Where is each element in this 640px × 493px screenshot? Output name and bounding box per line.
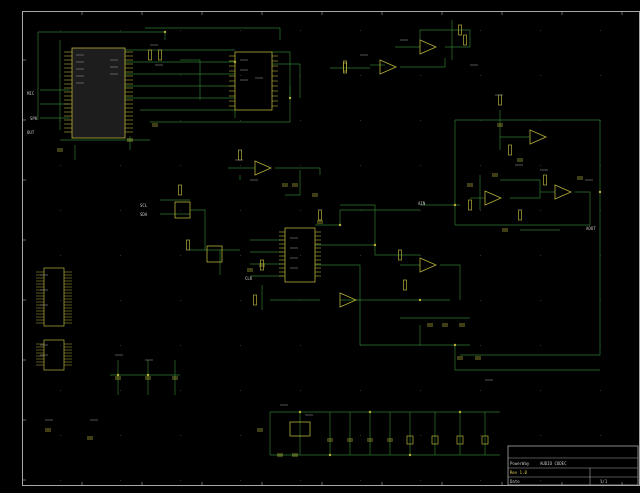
ic-small-2 [206,245,223,263]
title-block-sheet: 1/1 [600,479,608,484]
resistor-17 [343,62,347,74]
ic-regulator [289,421,311,437]
wires [37,20,601,456]
net-label-mid-2: SDA [140,212,148,217]
resistor-16 [253,294,257,306]
resistor-3 [343,60,347,72]
net-label-left-3: OUT [27,130,35,135]
ic-small-1 [174,201,191,219]
opamp-2 [379,59,397,75]
resistor-11 [238,149,242,161]
resistor-18 [178,184,182,196]
opamp-7 [419,257,437,273]
opamp-1 [419,39,437,55]
net-label-mid-1: SCL [140,203,148,208]
title-block-line1: PowerWay [510,461,530,466]
resistor-6 [498,94,502,106]
opamp-8 [339,292,357,308]
opamp-4 [484,190,502,206]
grid-dots [60,30,601,481]
frame-ticks [22,11,623,486]
title-block: PowerWay AUDIO CODEC Rev 1.0 Date 1/1 [507,445,639,486]
title-block-line4: Date [510,479,520,484]
header-connector-1 [43,267,65,327]
net-labels: MIC SPK OUT SCL SDA CLK AOUT AIN [27,91,596,281]
resistor-10 [543,174,547,186]
resistor-15 [260,259,264,271]
resistor-2 [158,49,162,61]
resistor-7 [508,144,512,156]
resistor-5 [463,34,467,46]
net-label-right-1: AOUT [586,226,596,231]
diode-1 [406,435,414,445]
net-label-left-1: MIC [27,91,35,96]
resistor-14 [403,279,407,291]
opamp-5 [554,184,572,200]
diode-4 [481,435,489,445]
net-label-mid-3: CLK [245,276,253,281]
resistor-12 [318,209,322,221]
title-block-line3: Rev 1.0 [510,470,527,475]
title-block-line2: AUDIO CODEC [540,461,567,466]
resistor-8 [468,199,472,211]
diode-3 [456,435,464,445]
opamp-3 [529,129,547,145]
diode-2 [431,435,439,445]
net-label-left-2: SPK [30,116,38,121]
resistor-9 [518,209,522,221]
ic-codec [234,51,273,111]
ic-mcu [71,47,126,139]
ic-dac [284,227,316,283]
components [36,24,602,457]
net-label-right-2: AIN [418,201,426,206]
resistor-13 [398,249,402,261]
resistor-1 [148,49,152,61]
opamp-6 [254,160,272,176]
resistor-4 [458,24,462,36]
resistor-19 [186,239,190,251]
